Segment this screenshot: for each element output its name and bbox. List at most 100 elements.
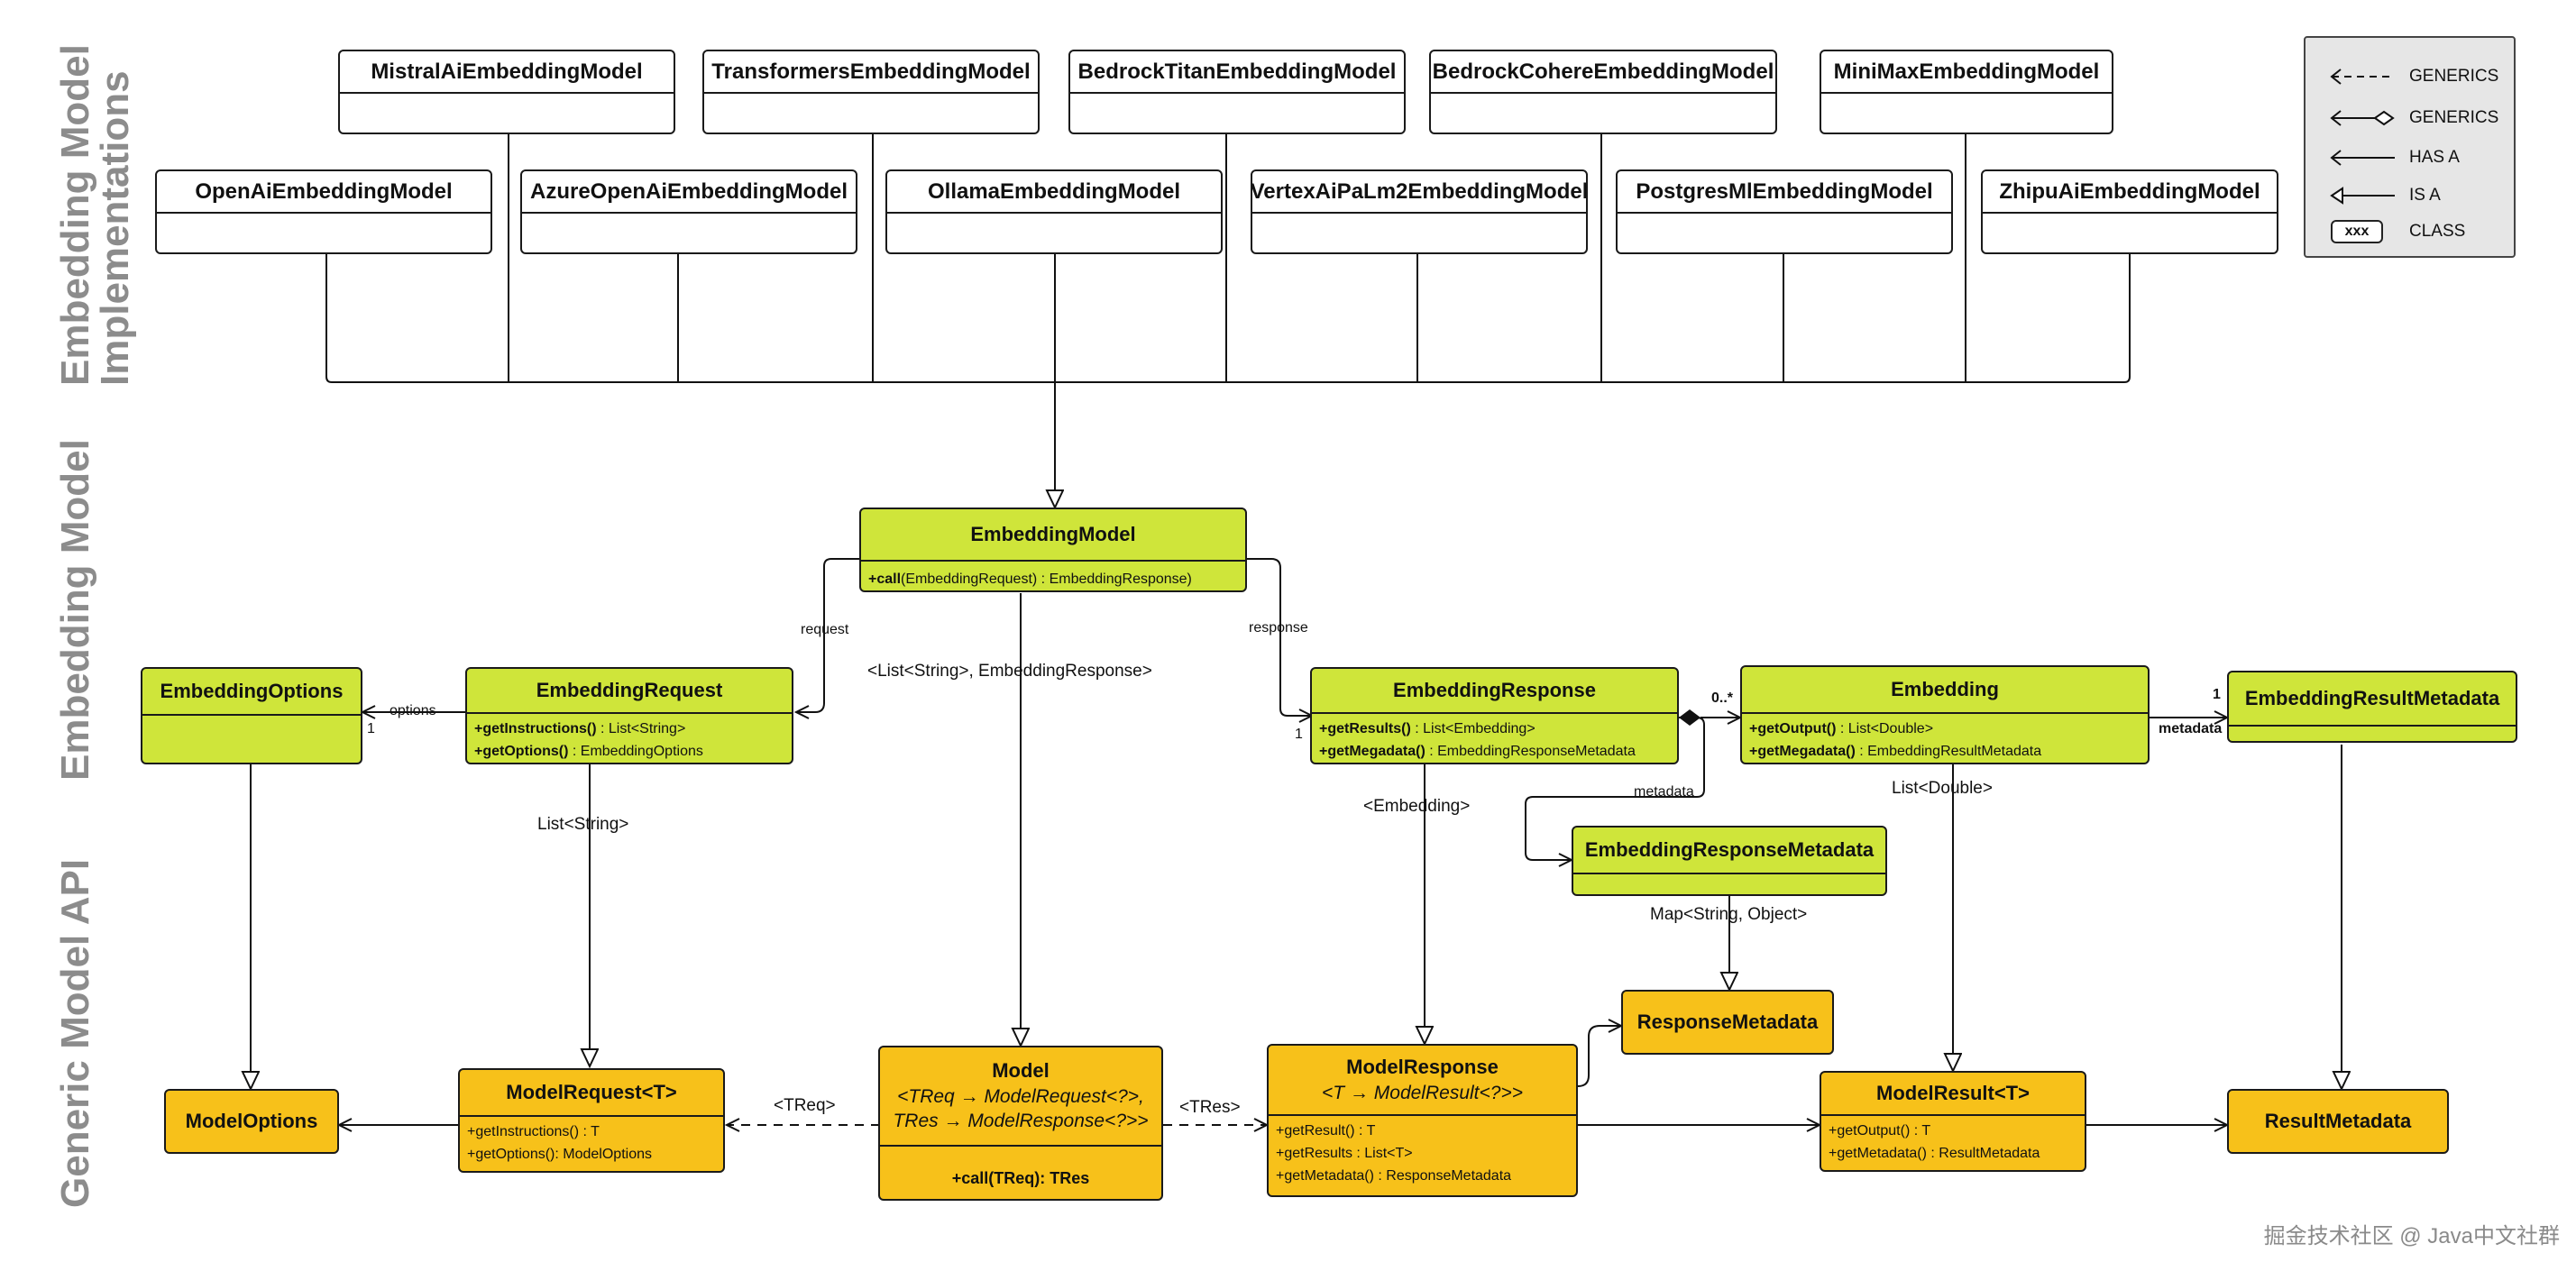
class-title: ResponseMetadata: [1636, 1011, 1819, 1033]
legend: GENERICS GENERICS HAS A IS A xxx CLASS: [2304, 36, 2516, 258]
section-label-embedding-model: Embedding Model: [53, 439, 97, 781]
legend-row: HAS A: [2306, 144, 2514, 171]
edge-label-treq: <TReq>: [774, 1096, 836, 1115]
impl-title: MistralAiEmbeddingModel: [340, 51, 674, 94]
impl-openai: OpenAiEmbeddingModel: [155, 169, 492, 254]
impl-title: OllamaEmbeddingModel: [887, 171, 1221, 214]
class-ops: +getInstructions() : T +getOptions(): Mo…: [460, 1115, 723, 1171]
edge-label-options: options: [390, 703, 436, 718]
impl-title: PostgresMlEmbeddingModel: [1618, 171, 1951, 214]
legend-label: GENERICS: [2409, 108, 2499, 127]
impl-azure-openai: AzureOpenAiEmbeddingModel: [520, 169, 857, 254]
edge-label-metadata-mult: 1: [2213, 687, 2221, 702]
triangle-arrow-icon: [2330, 187, 2395, 205]
class-response-metadata: ResponseMetadata: [1621, 990, 1834, 1055]
impl-postgresml: PostgresMlEmbeddingModel: [1616, 169, 1953, 254]
class-title: EmbeddingModel: [970, 523, 1136, 545]
op-row: +getMetadata() : ResponseMetadata: [1276, 1167, 1512, 1184]
op-row: +getOutput() : List<Double>: [1749, 721, 1934, 736]
impl-title: VertexAiPaLm2EmbeddingModel: [1252, 171, 1586, 214]
class-generic: TRes → ModelResponse<?>>: [893, 1111, 1149, 1132]
class-title: ModelResult<T>: [1876, 1082, 2030, 1104]
legend-row: xxx CLASS: [2306, 218, 2514, 245]
section-label-generic-api: Generic Model API: [53, 858, 97, 1208]
op-row: +getResult() : T: [1276, 1123, 1376, 1139]
class-title: EmbeddingResponseMetadata: [1584, 838, 1875, 861]
class-title-block: Model <TReq → ModelRequest<?>, TRes → Mo…: [880, 1047, 1161, 1145]
op-row: +getInstructions() : List<String>: [474, 721, 686, 736]
impl-minimax: MiniMaxEmbeddingModel: [1820, 50, 2113, 134]
op-signature: (EmbeddingRequest) : EmbeddingResponse): [901, 572, 1192, 587]
legend-row: IS A: [2306, 182, 2514, 209]
class-box-icon: xxx: [2331, 220, 2383, 243]
impl-title: OpenAiEmbeddingModel: [157, 171, 490, 214]
impl-title: TransformersEmbeddingModel: [704, 51, 1038, 94]
impl-zhipuai: ZhipuAiEmbeddingModel: [1981, 169, 2278, 254]
class-title: Embedding: [1891, 678, 1999, 700]
class-ops: +getResult() : T +getResults : List<T> +…: [1269, 1114, 1576, 1192]
open-arrow-icon: [2330, 150, 2395, 166]
op-row: +getMegadata() : EmbeddingResponseMetada…: [1319, 743, 1636, 759]
impl-tree-bus: [325, 252, 2131, 383]
class-embedding-response: EmbeddingResponse +getResults() : List<E…: [1310, 667, 1679, 764]
class-ops: +call(TReq): TRes: [880, 1145, 1161, 1199]
composition-diamond: [1679, 709, 1701, 726]
op-row: +getResults() : List<Embedding>: [1319, 721, 1536, 736]
class-ops: +getInstructions() : List<String> +getOp…: [467, 712, 792, 763]
class-model: Model <TReq → ModelRequest<?>, TRes → Mo…: [878, 1046, 1163, 1201]
impl-mistral: MistralAiEmbeddingModel: [338, 50, 675, 134]
class-title: ModelResponse: [1346, 1056, 1499, 1079]
class-model-options: ModelOptions: [164, 1089, 339, 1154]
edge-label-list-string-embresp: <List<String>, EmbeddingResponse>: [867, 662, 1152, 681]
legend-row: GENERICS: [2306, 105, 2514, 132]
class-ops: [142, 714, 361, 763]
op-row: +getOutput() : T: [1829, 1123, 1931, 1139]
class-ops: [1573, 873, 1885, 894]
class-title-block: ModelResponse <T → ModelResult<?>>: [1269, 1046, 1576, 1114]
class-result-metadata: ResultMetadata: [2227, 1089, 2449, 1154]
class-model-result: ModelResult<T> +getOutput() : T +getMeta…: [1820, 1071, 2086, 1172]
edge-label-resp-mult: 1: [1295, 727, 1303, 742]
edge-label-metadata: metadata: [1634, 784, 1694, 800]
legend-label: GENERICS: [2409, 67, 2499, 86]
impl-bedrock-cohere: BedrockCohereEmbeddingModel: [1429, 50, 1777, 134]
class-embedding-model: EmbeddingModel +call(EmbeddingRequest) :…: [859, 508, 1247, 592]
edge-label-options-mult: 1: [367, 721, 375, 736]
edge-label-list-string: List<String>: [537, 815, 629, 834]
edge-label-metadata2: metadata: [2159, 721, 2223, 736]
impl-bedrock-titan: BedrockTitanEmbeddingModel: [1068, 50, 1406, 134]
class-title: EmbeddingRequest: [536, 679, 723, 701]
class-title: ResultMetadata: [2264, 1110, 2412, 1132]
class-generic: <T → ModelResult<?>>: [1322, 1082, 1523, 1103]
class-generic: <TReq → ModelRequest<?>,: [897, 1086, 1144, 1107]
legend-row: GENERICS: [2306, 63, 2514, 90]
section-label-implementations: Embedding Model Implementations: [53, 44, 137, 386]
edge-label-tres: <TRes>: [1179, 1098, 1241, 1117]
edge-label-map: Map<String, Object>: [1650, 905, 1808, 924]
op-row: +getOptions(): ModelOptions: [467, 1146, 652, 1162]
edge-label-zero-many: 0..*: [1711, 690, 1734, 706]
edge-label-request: request: [801, 622, 849, 637]
impl-title: BedrockTitanEmbeddingModel: [1070, 51, 1404, 94]
class-ops: +call(EmbeddingRequest) : EmbeddingRespo…: [861, 560, 1245, 590]
class-model-response: ModelResponse <T → ModelResult<?>> +getR…: [1267, 1044, 1578, 1197]
impl-title: AzureOpenAiEmbeddingModel: [522, 171, 856, 214]
legend-label: HAS A: [2409, 148, 2460, 167]
class-title: ModelRequest<T>: [506, 1081, 677, 1103]
impl-title: ZhipuAiEmbeddingModel: [1983, 171, 2277, 214]
class-ops: +getOutput() : T +getMetadata() : Result…: [1821, 1114, 2085, 1170]
edge-label-list-double: List<Double>: [1892, 779, 1993, 798]
diamond-arrow-icon: [2330, 110, 2395, 126]
impl-vertex: VertexAiPaLm2EmbeddingModel: [1251, 169, 1588, 254]
op-row: +getMetadata() : ResultMetadata: [1829, 1145, 2040, 1161]
class-embedding: Embedding +getOutput() : List<Double> +g…: [1740, 665, 2150, 764]
class-ops: [2229, 725, 2516, 741]
edge-label-embedding-generic: <Embedding>: [1363, 797, 1471, 816]
impl-transformers: TransformersEmbeddingModel: [702, 50, 1040, 134]
class-embedding-options: EmbeddingOptions: [141, 667, 362, 764]
class-embedding-response-metadata: EmbeddingResponseMetadata: [1572, 826, 1887, 896]
class-embedding-request: EmbeddingRequest +getInstructions() : Li…: [465, 667, 793, 764]
impl-title: MiniMaxEmbeddingModel: [1821, 51, 2112, 94]
op-row: +getOptions() : EmbeddingOptions: [474, 743, 703, 759]
class-embedding-result-metadata: EmbeddingResultMetadata: [2227, 671, 2517, 743]
